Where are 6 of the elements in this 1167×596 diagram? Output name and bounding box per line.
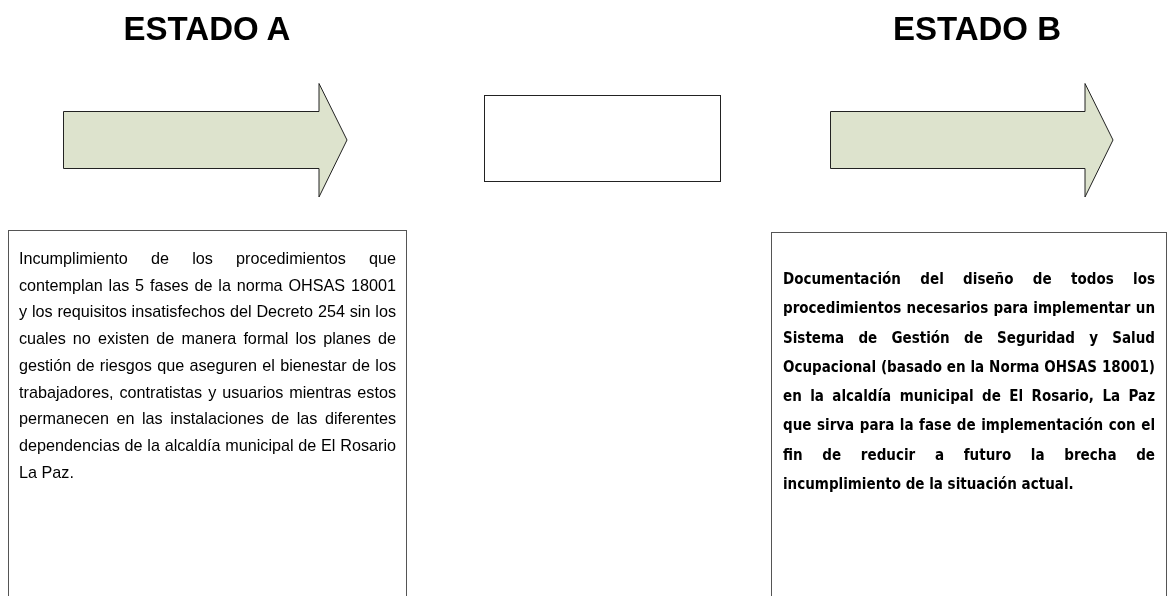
state-heading: ESTADO B <box>892 10 1062 48</box>
state-heading: ESTADO A <box>123 10 291 48</box>
description-text: Documentación del diseño de todos los procedimientos necesarios para implementar un Sistema de Gestión de Seguridad y Salud Ocupacional (basado en la Norma OHSAS 18001) en la alcaldía municipal de El Rosario, La Paz que sirva para la fase de implementación con el fin de reducir a futuro la brecha de incumplimiento de la situación actual. <box>783 269 1155 496</box>
text-box <box>771 232 1167 596</box>
description-text: Incumplimiento de los procedimientos que contemplan las 5 fases de la norma OHSAS 18001 y los requisitos insatisfechos del Decreto 254 sin los cuales no existen de manera formal los planes de gestión de riesgos que aseguren el bienestar de los trabajadores, contratistas y usuarios mientras estos permanecen en las instalaciones de las diferentes dependencias de la alcaldía municipal de El Rosario La Paz. <box>19 248 396 483</box>
text-box <box>8 230 407 596</box>
